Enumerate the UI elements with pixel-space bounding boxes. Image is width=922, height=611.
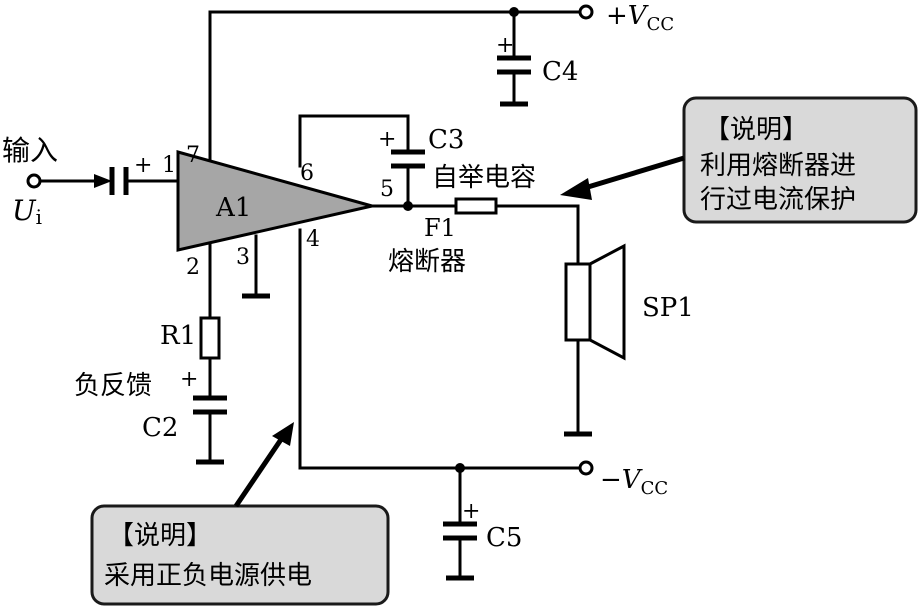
pin2-label: 2 bbox=[186, 255, 200, 280]
fuse-label: 熔断器 bbox=[388, 247, 466, 277]
pin3-ground bbox=[242, 234, 270, 299]
pin6-label: 6 bbox=[300, 161, 314, 186]
note1-line1: 利用熔断器进 bbox=[700, 151, 856, 181]
note2-line1: 采用正负电源供电 bbox=[104, 561, 312, 591]
c2-label: C2 bbox=[142, 413, 178, 443]
negative-supply-rail: −VCC bbox=[298, 228, 668, 499]
feedback-label: 负反馈 bbox=[74, 371, 152, 401]
bootstrap-network: + C3 自举电容 bbox=[298, 114, 536, 208]
sp1-label: SP1 bbox=[642, 293, 694, 323]
r1-label: R1 bbox=[160, 321, 196, 351]
speaker-icon bbox=[564, 262, 592, 342]
note1-title: 【说明】 bbox=[704, 115, 808, 145]
vcc-positive-terminal bbox=[578, 4, 594, 20]
output-path: F1 熔断器 bbox=[370, 197, 580, 277]
f1-label: F1 bbox=[424, 214, 456, 242]
vcc-negative-terminal bbox=[578, 460, 594, 476]
amp-label: A1 bbox=[215, 193, 251, 223]
note2-arrow-icon bbox=[272, 422, 294, 446]
input-section: 输入 + Ui bbox=[2, 134, 180, 229]
capacitor-c4: + C4 bbox=[496, 10, 578, 107]
pin3-label: 3 bbox=[236, 245, 250, 270]
c4-polarity: + bbox=[496, 33, 514, 58]
c3-label: C3 bbox=[428, 125, 464, 155]
pin1-label: 1 bbox=[162, 153, 176, 178]
amplifier-a1: A1 7 1 6 5 2 3 4 bbox=[162, 143, 394, 280]
resistor-r1 bbox=[199, 316, 221, 360]
bootstrap-label: 自举电容 bbox=[432, 163, 536, 193]
ui-label: Ui bbox=[12, 194, 42, 229]
fuse-f1 bbox=[454, 197, 498, 215]
c2-polarity: + bbox=[180, 367, 198, 392]
c4-label: C4 bbox=[542, 57, 578, 87]
note-dual-supply: 【说明】 采用正负电源供电 bbox=[90, 422, 390, 606]
input-arrow-icon bbox=[94, 174, 112, 188]
note2-title: 【说明】 bbox=[108, 521, 212, 551]
positive-supply-rail: +VCC bbox=[208, 1, 674, 35]
speaker-sp1: SP1 bbox=[564, 243, 694, 437]
input-label: 输入 bbox=[2, 134, 58, 167]
pin4-label: 4 bbox=[306, 227, 320, 252]
vcc-positive-label: +VCC bbox=[606, 1, 674, 35]
c1-polarity: + bbox=[134, 153, 152, 178]
c5-label: C5 bbox=[486, 523, 522, 553]
note1-line2: 行过电流保护 bbox=[700, 185, 856, 215]
pin7-label: 7 bbox=[186, 143, 200, 168]
pin5-label: 5 bbox=[380, 177, 394, 202]
c3-polarity: + bbox=[378, 127, 396, 152]
capacitor-c5: + C5 bbox=[443, 466, 522, 581]
note1-arrow-icon bbox=[560, 178, 592, 200]
vcc-negative-label: −VCC bbox=[600, 465, 668, 499]
input-terminal bbox=[26, 173, 42, 189]
note-fuse-protection: 【说明】 利用熔断器进 行过电流保护 bbox=[560, 96, 918, 224]
c5-polarity: + bbox=[462, 499, 480, 524]
feedback-network: R1 负反馈 + C2 bbox=[74, 241, 227, 465]
